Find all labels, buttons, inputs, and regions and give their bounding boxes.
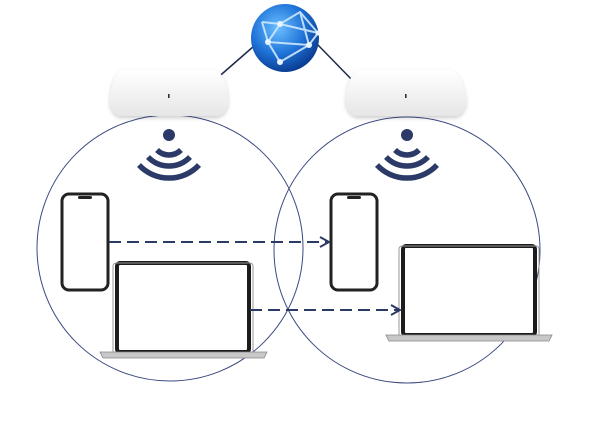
laptop-left bbox=[99, 261, 268, 359]
laptop-right bbox=[385, 244, 553, 342]
access-point-left bbox=[110, 70, 228, 116]
phone-left bbox=[60, 192, 110, 292]
coverage-circle-right bbox=[273, 116, 541, 384]
wifi-icon bbox=[374, 129, 440, 181]
internet-globe-icon bbox=[251, 4, 321, 72]
uplink-left bbox=[214, 45, 255, 81]
access-point-right bbox=[346, 70, 466, 116]
uplink-right bbox=[316, 43, 357, 85]
phone-right bbox=[329, 192, 379, 292]
wifi-icon bbox=[136, 129, 202, 181]
